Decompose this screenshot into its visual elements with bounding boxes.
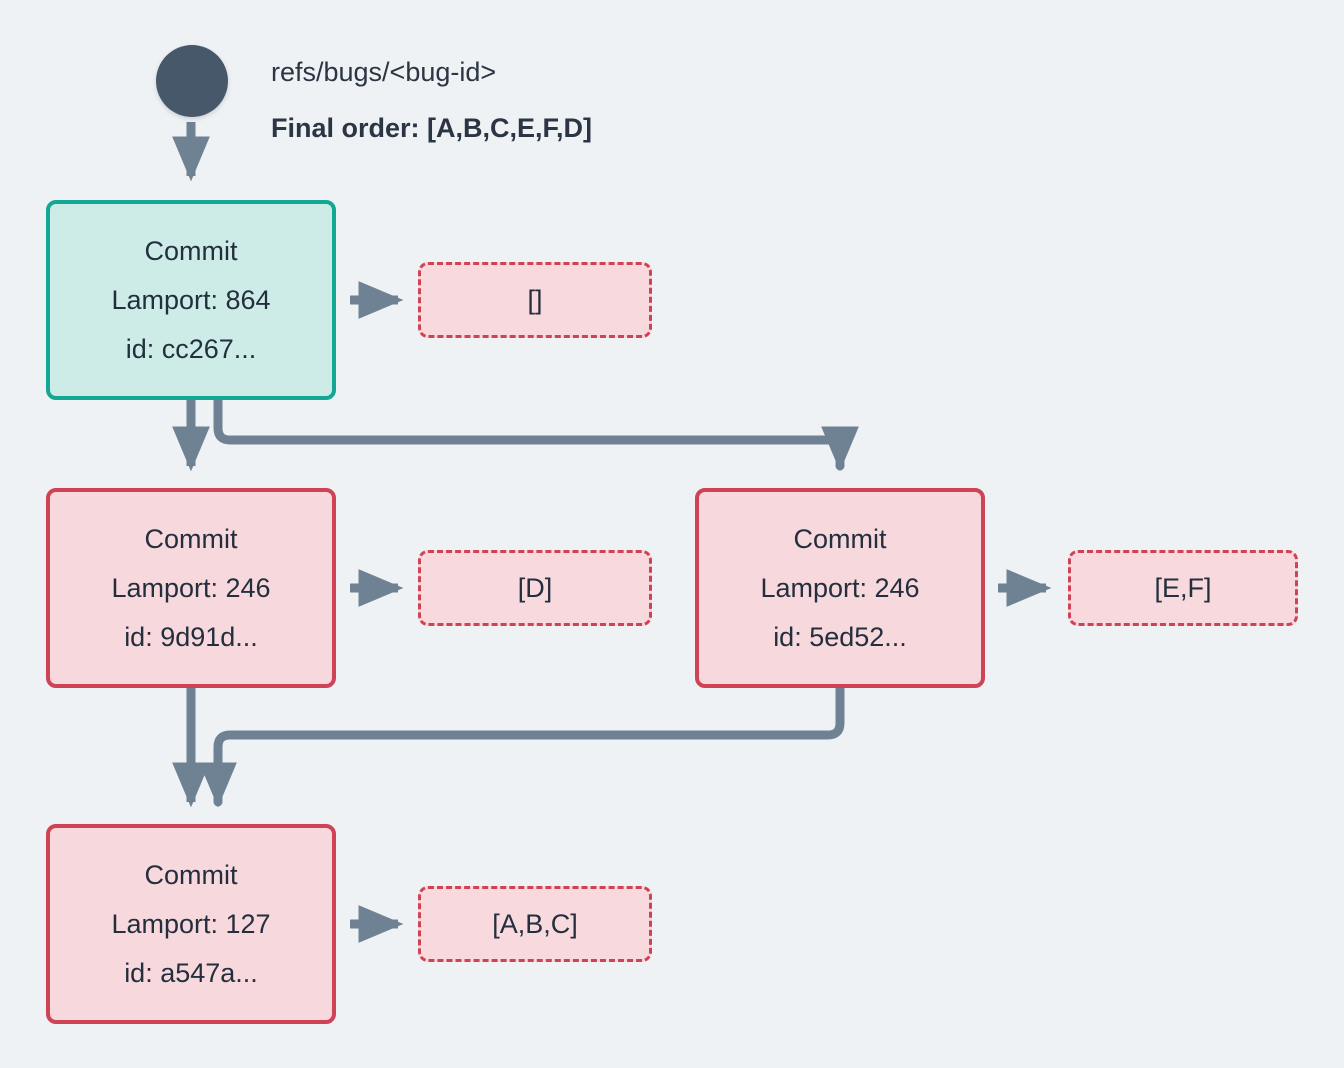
- ops-box-cc267[interactable]: []: [418, 262, 652, 338]
- commit-hash: id: 9d91d...: [124, 621, 258, 652]
- ops-label: []: [527, 284, 543, 315]
- bug-ref-label: refs/bugs/<bug-id>: [271, 57, 497, 87]
- final-order-label: Final order: [A,B,C,E,F,D]: [271, 113, 593, 143]
- edge-cc267-to-5ed52: [213, 395, 859, 472]
- ops-box-5ed52[interactable]: [E,F]: [1068, 550, 1298, 626]
- commit-hash: id: a547a...: [124, 957, 258, 988]
- bug-ref-header: refs/bugs/<bug-id> Final order: [A,B,C,E…: [271, 52, 911, 148]
- commit-node-9d91d[interactable]: Commit Lamport: 246 id: 9d91d...: [46, 488, 336, 688]
- commit-node-a547a[interactable]: Commit Lamport: 127 id: a547a...: [46, 824, 336, 1024]
- commit-node-cc267[interactable]: Commit Lamport: 864 id: cc267...: [46, 200, 336, 400]
- ops-box-a547a[interactable]: [A,B,C]: [418, 886, 652, 962]
- commit-title: Commit: [144, 523, 238, 554]
- edge-5ed52-to-a547a: [199, 683, 845, 808]
- commit-title: Commit: [144, 859, 238, 890]
- commit-hash: id: 5ed52...: [773, 621, 907, 652]
- commit-title: Commit: [144, 235, 238, 266]
- ops-box-9d91d[interactable]: [D]: [418, 550, 652, 626]
- commit-lamport: Lamport: 127: [111, 908, 271, 939]
- commit-hash: id: cc267...: [125, 333, 257, 364]
- ops-label: [A,B,C]: [492, 908, 578, 939]
- commit-title: Commit: [793, 523, 887, 554]
- commit-node-5ed52[interactable]: Commit Lamport: 246 id: 5ed52...: [695, 488, 985, 688]
- ops-label: [D]: [517, 572, 553, 603]
- commit-lamport: Lamport: 864: [111, 284, 271, 315]
- commit-lamport: Lamport: 246: [111, 572, 271, 603]
- ops-label: [E,F]: [1154, 572, 1212, 603]
- bug-ref-root-circle[interactable]: [156, 45, 228, 117]
- commit-lamport: Lamport: 246: [760, 572, 920, 603]
